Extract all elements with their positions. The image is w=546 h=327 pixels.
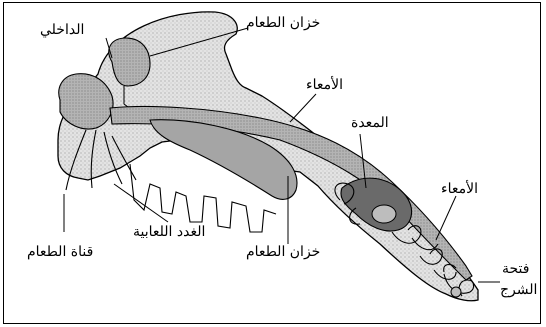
rectal-bulb: [451, 287, 461, 297]
label-food-canal: قناة الطعام: [27, 244, 93, 260]
leader-intestine-upper: [290, 94, 316, 122]
label-intestine-upper: الأمعاء: [306, 77, 343, 93]
label-intestine-lower: الأمعاء: [441, 181, 478, 197]
label-crop-top: خزان الطعام: [246, 15, 320, 31]
gizzard: [372, 205, 396, 223]
label-stomach: المعدة: [351, 115, 389, 131]
label-crop-bottom: خزان الطعام: [246, 244, 320, 260]
label-anus-line2: الشرج: [500, 282, 537, 298]
label-salivary-glands: الغدد اللعابية: [133, 224, 205, 240]
label-internal: الداخلي: [40, 22, 84, 38]
leader-intestine-lower: [436, 196, 456, 240]
label-anus-line1: فتحة: [502, 261, 529, 277]
